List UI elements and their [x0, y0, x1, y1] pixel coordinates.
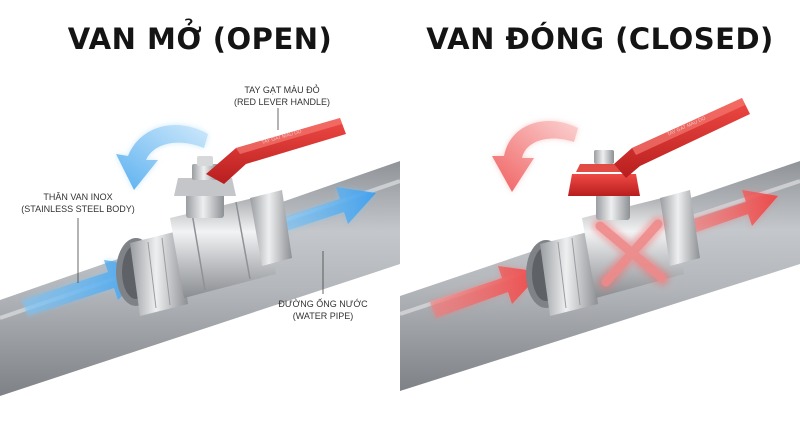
open-valve-illustration: TAY GAT MAU DO [0, 78, 400, 437]
closed-valve-illustration: TAY GAT MAU DO [400, 78, 800, 437]
label-handle-en: (RED LEVER HANDLE) [222, 96, 342, 108]
red-lever-handle: TAY GAT MAU DO [614, 98, 750, 178]
label-handle-vi: TAY GẠT MÀU ĐỎ [222, 84, 342, 96]
rotation-arrow-icon [492, 121, 578, 192]
label-pipe: ĐƯỜNG ỐNG NƯỚC (WATER PIPE) [268, 298, 378, 322]
panel-open: TAY GAT MAU DO TAY GẠT MÀU ĐỎ (RED LEVER… [0, 78, 400, 437]
panel-closed: TAY GAT MAU DO [400, 78, 800, 437]
title-closed: VAN ĐÓNG (CLOSED) [400, 22, 800, 56]
label-body-en: (STAINLESS STEEL BODY) [20, 203, 136, 215]
label-pipe-en: (WATER PIPE) [268, 310, 378, 322]
red-lever-handle: TAY GAT MAU DO [206, 118, 346, 184]
label-body: THÂN VAN INOX (STAINLESS STEEL BODY) [20, 191, 136, 215]
label-body-vi: THÂN VAN INOX [20, 191, 136, 203]
label-pipe-vi: ĐƯỜNG ỐNG NƯỚC [268, 298, 378, 310]
label-handle: TAY GẠT MÀU ĐỎ (RED LEVER HANDLE) [222, 84, 342, 108]
title-open: VAN MỞ (OPEN) [0, 22, 400, 56]
